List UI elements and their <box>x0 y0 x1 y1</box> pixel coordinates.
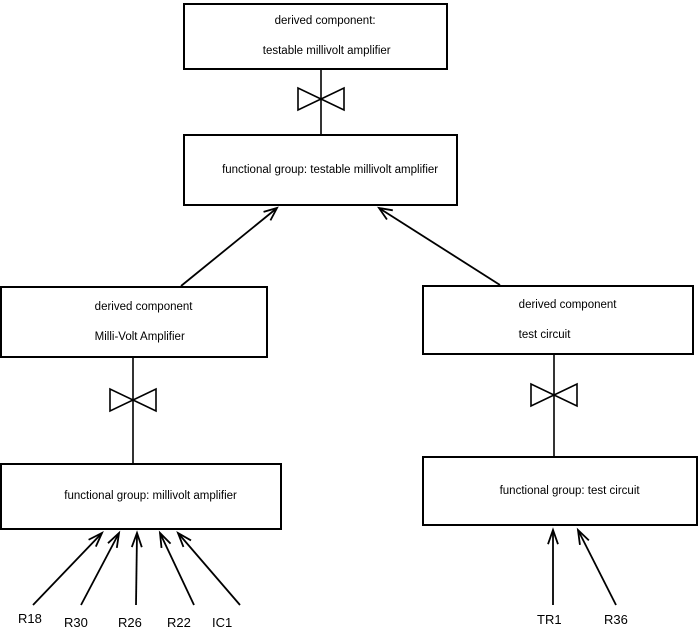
arrow-R30-shaft <box>80 532 120 606</box>
arrow-mv-amp-to-testable-arrowhead-icon <box>263 206 279 221</box>
arrow-R18-arrowhead-icon <box>88 531 104 548</box>
label-TR1: TR1 <box>537 612 562 627</box>
node-label-line1: functional group: millivolt amplifier <box>64 490 237 502</box>
connector-group <box>32 70 617 606</box>
node-label-line1: derived component <box>94 300 193 313</box>
arrow-IC1-shaft <box>177 532 241 606</box>
node-label: derived component: testable millivolt am… <box>240 0 391 74</box>
arrow-mv-amp-to-testable-shaft <box>180 207 278 287</box>
node-functional-group-millivolt-amplifier[interactable]: functional group: millivolt amplifier <box>0 463 282 530</box>
node-label-line1: derived component <box>518 298 617 311</box>
arrow-test-circuit-to-testable-shaft <box>378 207 501 286</box>
node-label: functional group: millivolt amplifier <box>45 474 237 519</box>
node-functional-group-testable-millivolt-amplifier[interactable]: functional group: testable millivolt amp… <box>183 134 458 206</box>
node-label: derived component Milli-Volt Amplifier <box>76 285 193 360</box>
arrow-R18-shaft <box>32 532 103 606</box>
arrow-R22-arrowhead-icon <box>158 530 172 549</box>
node-derived-test-circuit[interactable]: derived component test circuit <box>422 285 694 355</box>
bowtie-right-left-triangle-icon <box>530 382 556 408</box>
arrow-IC1-arrowhead-icon <box>176 530 192 548</box>
label-R22: R22 <box>167 615 191 630</box>
bowtie-left-right-triangle-icon <box>131 387 157 413</box>
arrow-TR1-arrowhead-icon <box>547 527 559 545</box>
node-label-line2: test circuit <box>518 328 571 341</box>
label-R30: R30 <box>64 615 88 630</box>
node-label: functional group: test circuit <box>480 469 640 514</box>
node-functional-group-test-circuit[interactable]: functional group: test circuit <box>422 456 698 526</box>
node-label: derived component test circuit <box>500 283 617 358</box>
bowtie-top-right-triangle-icon <box>319 86 345 112</box>
bowtie-right-right-triangle-icon <box>552 382 578 408</box>
node-label-line1: functional group: testable millivolt amp… <box>222 163 439 176</box>
node-label: functional group: testable millivolt amp… <box>203 148 438 193</box>
node-label-line1: derived component: <box>274 15 376 27</box>
node-label-line2: testable millivolt amplifier <box>259 45 391 57</box>
node-derived-milli-volt-amplifier[interactable]: derived component Milli-Volt Amplifier <box>0 286 268 358</box>
arrow-R36-arrowhead-icon <box>576 527 590 545</box>
arrow-R22-shaft <box>159 532 195 606</box>
node-label-line2: Milli-Volt Amplifier <box>94 330 185 343</box>
arrow-test-circuit-to-testable-arrowhead-icon <box>377 206 393 221</box>
label-R18: R18 <box>18 611 42 626</box>
node-derived-testable-millivolt-amplifier[interactable]: derived component: testable millivolt am… <box>183 3 448 70</box>
bowtie-left-left-triangle-icon <box>109 387 135 413</box>
node-label-line1: functional group: test circuit <box>499 484 640 497</box>
label-R26: R26 <box>118 615 142 630</box>
bowtie-top-left-triangle-icon <box>297 86 323 112</box>
arrow-R30-arrowhead-icon <box>107 530 121 548</box>
arrow-R36-shaft <box>577 529 617 606</box>
label-R36: R36 <box>604 612 628 627</box>
label-IC1: IC1 <box>212 615 233 630</box>
arrow-R26-arrowhead-icon <box>130 530 143 548</box>
arrow-R26-shaft <box>135 532 138 606</box>
